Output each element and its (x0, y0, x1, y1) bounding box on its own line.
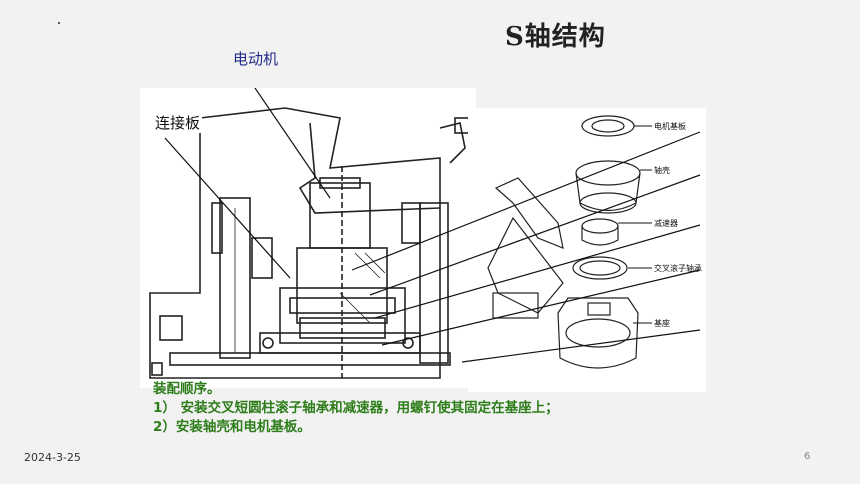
exploded-label-bearing: 交叉滚子轴承 (654, 263, 702, 273)
exploded-label-motor-base: 电机基板 (654, 121, 686, 131)
bullet-dot (58, 22, 60, 24)
assembly-step-1: 1） 安装交叉短圆柱滚子轴承和减速器，用螺钉使其固定在基座上； (153, 400, 559, 416)
exploded-label-shaft-housing: 轴壳 (654, 165, 670, 175)
assembly-heading: 装配顺序。 (153, 381, 221, 397)
page-number: 6 (804, 451, 811, 462)
cross-section-drawing (140, 65, 476, 388)
exploded-label-base: 基座 (654, 318, 670, 328)
cross-section-svg (149, 65, 471, 379)
assembly-step-2: 2）安装轴壳和电机基板。 (153, 419, 311, 435)
motor-label: 电动机 (233, 50, 279, 68)
exploded-view-svg: 电机基板 轴壳 减速器 交叉滚子轴承 基座 (487, 115, 702, 369)
slide-title: S轴结构 (505, 22, 606, 52)
connecting-plate-label: 连接板 (153, 112, 203, 133)
exploded-label-reducer: 减速器 (654, 218, 678, 228)
footer-date: 2024-3-25 (24, 451, 81, 464)
assembly-steps: 装配顺序。 1） 安装交叉短圆柱滚子轴承和减速器，用螺钉使其固定在基座上； 2）… (153, 380, 559, 437)
